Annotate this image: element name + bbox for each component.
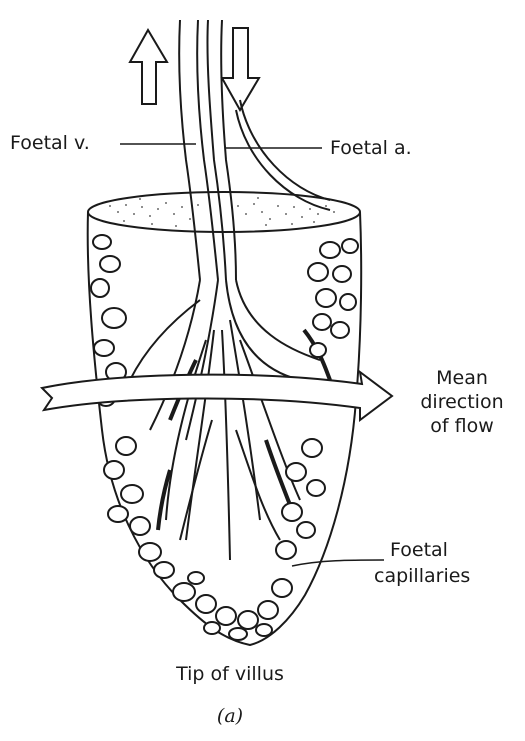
label-foetal-vein: Foetal v. — [10, 131, 90, 155]
inflow-arrow-down — [222, 28, 259, 110]
label-mean-flow-3: of flow — [404, 414, 520, 438]
label-capillaries-1: Foetal — [390, 538, 448, 562]
label-mean-flow-2: direction — [404, 390, 520, 414]
label-tip-of-villus: Tip of villus — [130, 662, 330, 686]
label-panel: (a) — [210, 704, 250, 728]
villus-cut-surface — [88, 192, 360, 232]
label-capillaries-2: capillaries — [374, 564, 470, 588]
outflow-arrow-up — [130, 30, 167, 104]
label-foetal-artery: Foetal a. — [330, 136, 412, 160]
label-mean-flow-1: Mean — [404, 366, 520, 390]
